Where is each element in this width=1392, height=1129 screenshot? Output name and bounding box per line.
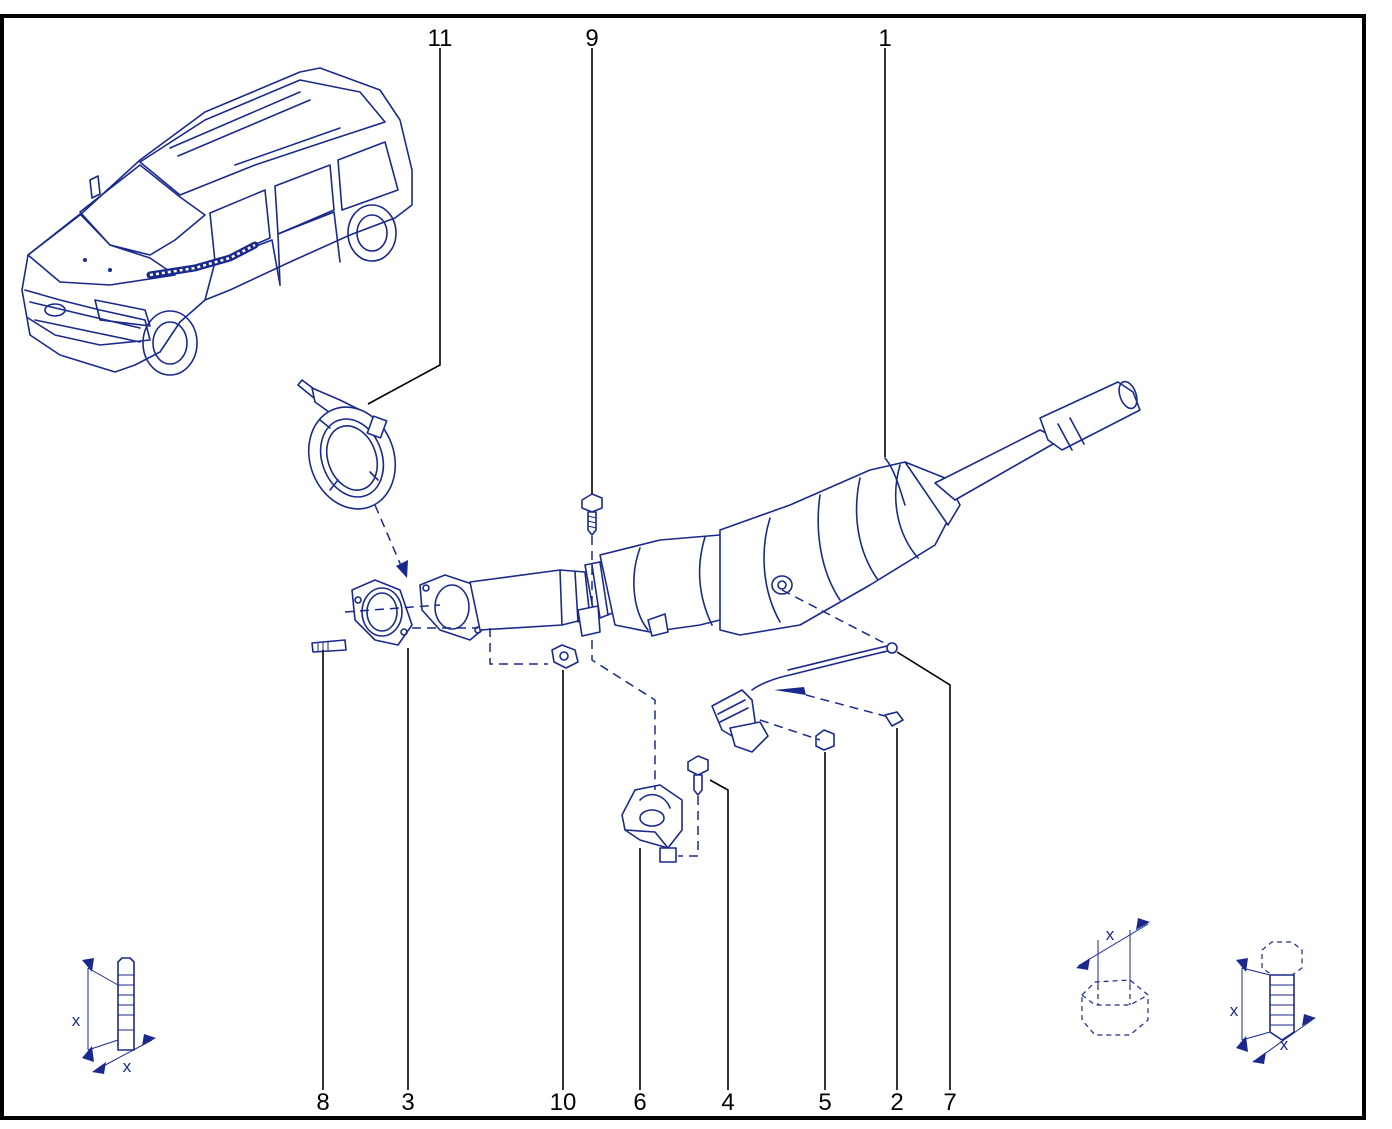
nut-dimension-detail [1076, 918, 1150, 1036]
assembly-guide-lines [344, 504, 889, 857]
part-label-8: 8 [316, 1089, 329, 1116]
frame-border [0, 14, 1366, 1120]
bolt-top-part [581, 493, 603, 536]
part-label-5: 5 [818, 1089, 831, 1116]
sensor-bracket-part [297, 379, 397, 510]
dimension-label-nut: x [1106, 925, 1115, 944]
part-label-4: 4 [721, 1089, 734, 1116]
mount-bracket-part [621, 784, 683, 863]
bolt-part [687, 755, 709, 796]
stud-dimension-detail [82, 957, 156, 1074]
vehicle-illustration [21, 67, 413, 376]
part-label-9: 9 [585, 25, 598, 52]
dimension-label-stud-diameter: x [123, 1057, 132, 1076]
bolt-dimension-detail [1236, 941, 1316, 1064]
sensor-harness-part [711, 642, 904, 753]
dimension-label-stud-length: x [72, 1011, 81, 1030]
nut-part [551, 644, 579, 669]
part-label-10: 10 [550, 1089, 577, 1116]
part-label-1: 1 [878, 25, 891, 52]
gasket-part [351, 579, 413, 646]
exhaust-assembly [419, 380, 1141, 641]
part-label-7: 7 [943, 1089, 956, 1116]
part-label-2: 2 [890, 1089, 903, 1116]
stud-part [311, 639, 347, 653]
leader-lines [322, 48, 951, 1090]
part-label-11: 11 [428, 25, 453, 52]
part-label-6: 6 [633, 1089, 646, 1116]
dimension-label-bolt-diameter: x [1280, 1035, 1289, 1054]
part-label-3: 3 [401, 1089, 414, 1116]
dimension-label-bolt-length: x [1230, 1001, 1239, 1020]
